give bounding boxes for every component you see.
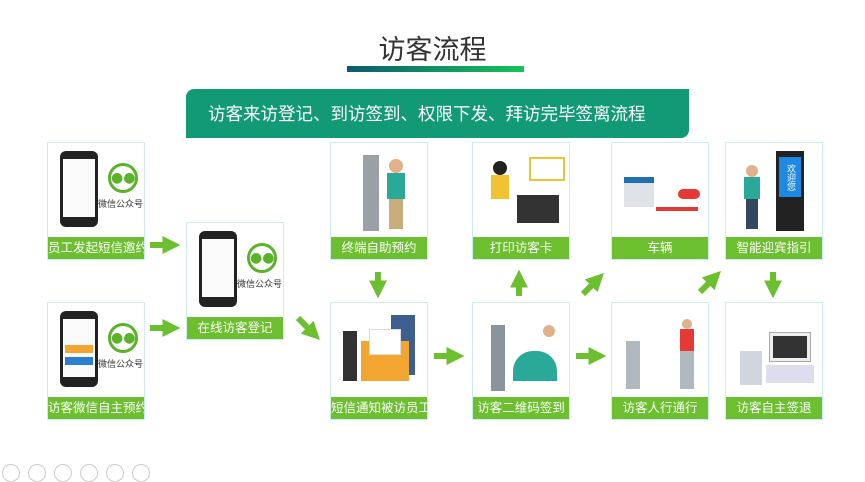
bottom-toolbar xyxy=(2,464,150,482)
phone-icon xyxy=(199,231,237,307)
step-card-sms-invite: ●● 微信公众号 员工发起短信邀约 xyxy=(47,142,145,260)
wechat-label: 微信公众号 xyxy=(237,280,283,290)
step-card-qr-checkin: 访客二维码签到 xyxy=(472,302,570,420)
checkin-illustration xyxy=(483,311,559,391)
step-card-smart-guide: 欢迎您 智能迎宾指引 xyxy=(725,142,823,260)
toolbar-icon[interactable] xyxy=(106,464,124,482)
step-label: 车辆 xyxy=(612,237,708,259)
step-label: 访客微信自主预约 xyxy=(48,397,144,419)
wechat-label: 微信公众号 xyxy=(98,200,144,210)
wechat-icon: ●● xyxy=(247,243,277,273)
page-title: 访客流程 xyxy=(378,35,487,66)
arrow-up-right-icon xyxy=(697,271,721,295)
toolbar-icon[interactable] xyxy=(132,464,150,482)
guide-kiosk-illustration: 欢迎您 xyxy=(736,151,812,231)
step-card-online-register: ●● 微信公众号 在线访客登记 xyxy=(186,222,284,340)
toolbar-icon[interactable] xyxy=(80,464,98,482)
step-label: 访客人行通行 xyxy=(612,397,708,419)
vehicle-gate-illustration xyxy=(622,151,700,231)
step-label: 智能迎宾指引 xyxy=(726,237,822,259)
arrow-down-right-icon xyxy=(295,315,320,340)
step-label: 员工发起短信邀约 xyxy=(48,237,144,259)
checkout-terminal-illustration xyxy=(736,311,814,391)
step-card-wechat-booking: ●● 微信公众号 访客微信自主预约 xyxy=(47,302,145,420)
printer-illustration xyxy=(483,151,565,231)
wechat-icon: ●● xyxy=(108,163,138,193)
arrow-up-right-icon xyxy=(580,273,604,297)
step-label: 打印访客卡 xyxy=(473,237,569,259)
phone-icon xyxy=(60,311,98,387)
step-card-self-checkout: 访客自主签退 xyxy=(725,302,823,420)
step-card-vehicle: 车辆 xyxy=(611,142,709,260)
sms-illustration xyxy=(341,311,417,391)
wechat-label: 微信公众号 xyxy=(98,360,144,370)
step-label: 短信通知被访员工 xyxy=(331,397,427,419)
turnstile-illustration xyxy=(622,311,698,391)
step-card-sms-notify: 短信通知被访员工 xyxy=(330,302,428,420)
kiosk-illustration xyxy=(341,151,417,231)
description-banner: 访客来访登记、到访签到、权限下发、拜访完毕签离流程 xyxy=(186,89,689,138)
wechat-icon: ●● xyxy=(108,323,138,353)
step-card-kiosk-booking: 终端自助预约 xyxy=(330,142,428,260)
step-label: 终端自助预约 xyxy=(331,237,427,259)
step-label: 访客二维码签到 xyxy=(473,397,569,419)
step-card-print-card: 打印访客卡 xyxy=(472,142,570,260)
phone-icon xyxy=(60,151,98,227)
step-label: 访客自主签退 xyxy=(726,397,822,419)
toolbar-icon[interactable] xyxy=(2,464,20,482)
step-card-pedestrian-pass: 访客人行通行 xyxy=(611,302,709,420)
toolbar-icon[interactable] xyxy=(28,464,46,482)
title-underline xyxy=(347,66,524,72)
toolbar-icon[interactable] xyxy=(54,464,72,482)
kiosk-screen-text: 欢迎您 xyxy=(779,157,801,197)
step-label: 在线访客登记 xyxy=(187,317,283,339)
